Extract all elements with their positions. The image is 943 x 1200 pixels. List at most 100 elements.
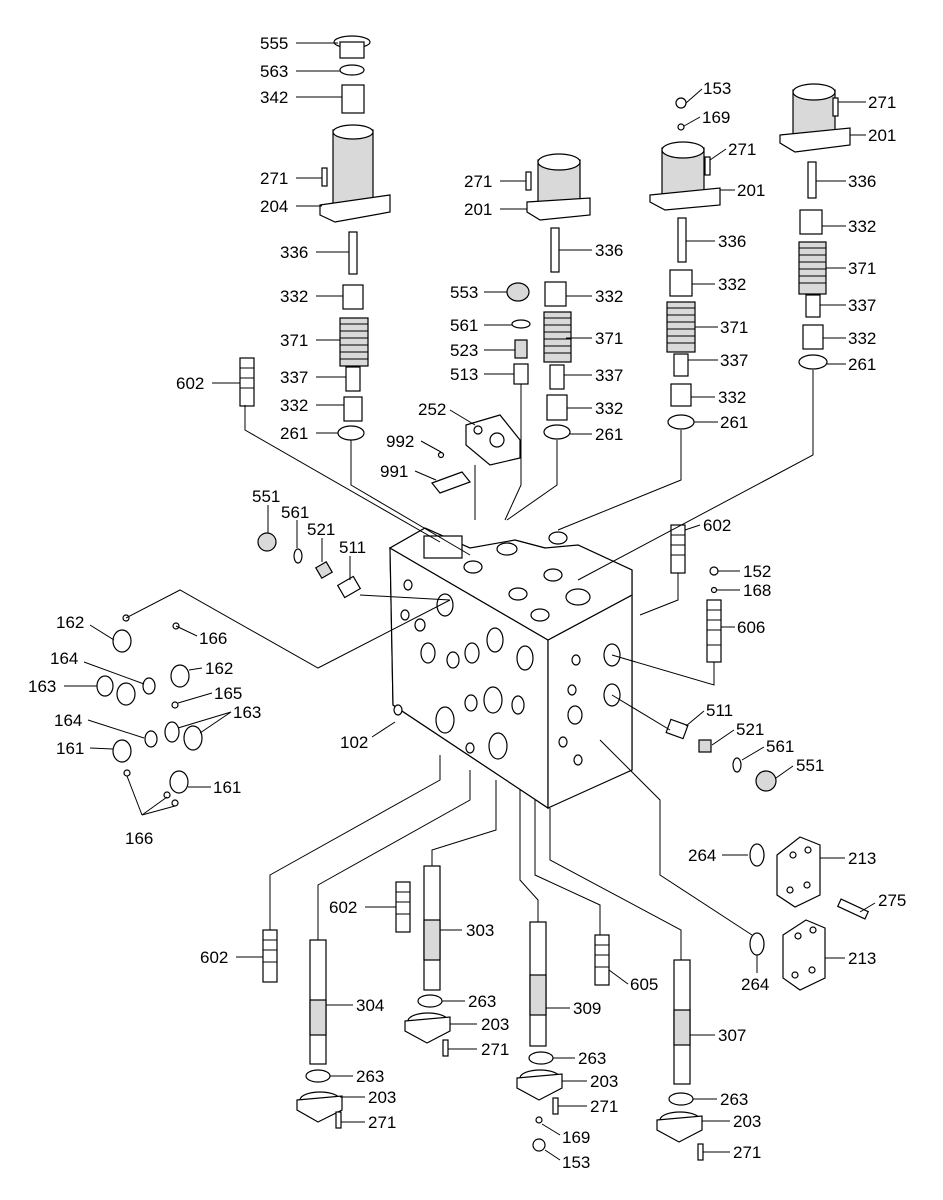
label-201: 201 bbox=[464, 200, 492, 219]
seat-332 bbox=[670, 383, 692, 407]
label-204: 204 bbox=[260, 197, 288, 216]
label-263: 263 bbox=[468, 992, 496, 1011]
label-162: 162 bbox=[56, 613, 84, 632]
bolt-271 bbox=[697, 1143, 704, 1161]
label-102: 102 bbox=[340, 733, 368, 752]
cover-201 bbox=[779, 83, 851, 153]
bolt-271 bbox=[832, 97, 839, 117]
spool-304 bbox=[309, 939, 327, 1065]
spool-303 bbox=[423, 865, 441, 991]
label-153: 153 bbox=[562, 1153, 590, 1172]
label-561: 561 bbox=[766, 737, 794, 756]
label-551: 551 bbox=[796, 756, 824, 775]
label-263: 263 bbox=[720, 1090, 748, 1109]
label-561: 561 bbox=[450, 316, 478, 335]
label-303: 303 bbox=[466, 921, 494, 940]
spring-371 bbox=[339, 317, 369, 367]
cover-204 bbox=[319, 124, 391, 223]
seat-332 bbox=[669, 269, 693, 297]
spacer-337 bbox=[345, 366, 361, 392]
label-203: 203 bbox=[590, 1072, 618, 1091]
label-162: 162 bbox=[205, 659, 233, 678]
spool-307 bbox=[673, 959, 691, 1085]
label-332: 332 bbox=[595, 287, 623, 306]
label-169: 169 bbox=[562, 1128, 590, 1147]
plug-602 bbox=[239, 357, 255, 407]
o-ring-561 bbox=[732, 757, 742, 773]
label-153: 153 bbox=[703, 79, 731, 98]
washer-168 bbox=[710, 586, 718, 594]
label-332: 332 bbox=[718, 388, 746, 407]
o-ring-261 bbox=[543, 424, 571, 440]
spacer-337 bbox=[549, 364, 565, 390]
label-337: 337 bbox=[720, 351, 748, 370]
bolt-271 bbox=[321, 167, 328, 187]
plug-602 bbox=[670, 524, 686, 574]
o-ring-264 bbox=[749, 932, 765, 956]
o-ring-263 bbox=[417, 994, 443, 1008]
block-252 bbox=[465, 414, 521, 466]
label-336: 336 bbox=[848, 172, 876, 191]
label-201: 201 bbox=[868, 126, 896, 145]
label-271: 271 bbox=[464, 172, 492, 191]
spring-521 bbox=[314, 560, 334, 580]
label-561: 561 bbox=[281, 503, 309, 522]
washer-169 bbox=[677, 123, 685, 131]
spring-371 bbox=[798, 241, 827, 295]
label-309: 309 bbox=[573, 999, 601, 1018]
pin-336 bbox=[550, 227, 560, 273]
label-332: 332 bbox=[595, 399, 623, 418]
pin-336 bbox=[348, 231, 358, 275]
poppet-513 bbox=[513, 363, 529, 385]
label-271: 271 bbox=[590, 1097, 618, 1116]
label-264: 264 bbox=[741, 975, 769, 994]
spring-523 bbox=[514, 339, 528, 359]
label-332: 332 bbox=[718, 275, 746, 294]
label-261: 261 bbox=[595, 425, 623, 444]
cover-201 bbox=[649, 141, 721, 211]
bolt-275 bbox=[836, 898, 870, 920]
label-152: 152 bbox=[743, 562, 771, 581]
label-336: 336 bbox=[718, 232, 746, 251]
label-203: 203 bbox=[733, 1112, 761, 1131]
label-371: 371 bbox=[720, 318, 748, 337]
label-371: 371 bbox=[595, 329, 623, 348]
label-332: 332 bbox=[280, 396, 308, 415]
seat-332 bbox=[544, 281, 567, 307]
label-271: 271 bbox=[733, 1143, 761, 1162]
label-271: 271 bbox=[868, 93, 896, 112]
label-leaders bbox=[64, 42, 876, 1161]
label-166: 166 bbox=[125, 829, 153, 848]
label-337: 337 bbox=[595, 366, 623, 385]
label-602: 602 bbox=[329, 898, 357, 917]
spring-371 bbox=[543, 311, 572, 363]
label-271: 271 bbox=[368, 1113, 396, 1132]
label-513: 513 bbox=[450, 365, 478, 384]
label-337: 337 bbox=[280, 368, 308, 387]
label-521: 521 bbox=[307, 520, 335, 539]
label-168: 168 bbox=[743, 581, 771, 600]
o-ring-cluster bbox=[96, 614, 203, 807]
label-201: 201 bbox=[737, 181, 765, 200]
poppet-511 bbox=[336, 575, 362, 599]
label-166: 166 bbox=[199, 629, 227, 648]
assembly-lines bbox=[125, 370, 814, 960]
o-ring-261 bbox=[667, 414, 695, 430]
label-553: 553 bbox=[450, 283, 478, 302]
label-161: 161 bbox=[56, 739, 84, 758]
label-371: 371 bbox=[280, 331, 308, 350]
label-342: 342 bbox=[260, 88, 288, 107]
label-164: 164 bbox=[54, 711, 82, 730]
o-ring-561 bbox=[293, 548, 303, 564]
label-337: 337 bbox=[848, 296, 876, 315]
label-203: 203 bbox=[368, 1088, 396, 1107]
plug-602 bbox=[395, 881, 411, 933]
o-ring-563 bbox=[339, 64, 365, 76]
cover-203 bbox=[296, 1091, 343, 1123]
label-307: 307 bbox=[718, 1026, 746, 1045]
label-563: 563 bbox=[260, 62, 288, 81]
plug-602 bbox=[262, 929, 278, 983]
label-161: 161 bbox=[213, 778, 241, 797]
spacer-337 bbox=[673, 353, 689, 377]
label-275: 275 bbox=[878, 891, 906, 910]
